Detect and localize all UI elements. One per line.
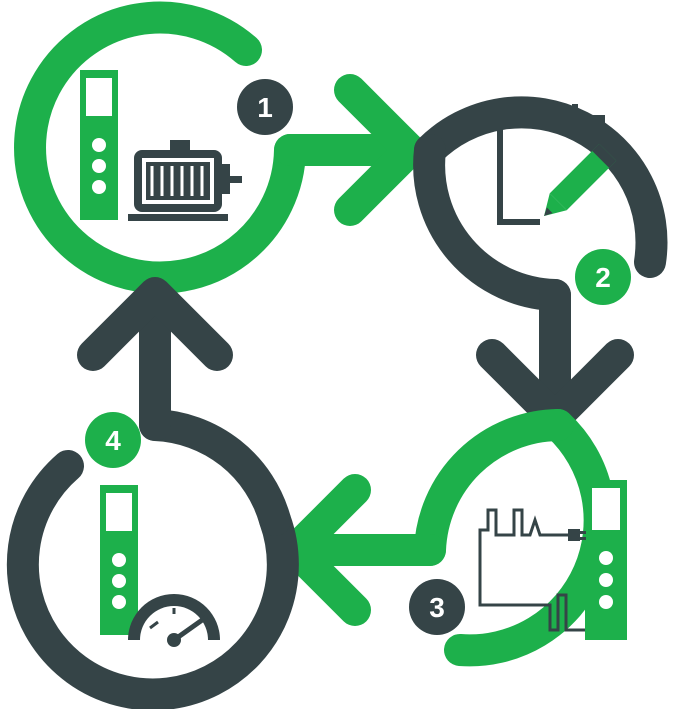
step-1-number: 1 — [257, 92, 273, 123]
step-4-number: 4 — [105, 425, 121, 456]
drive-with-speed-gauge-icon — [100, 485, 220, 647]
arrow-1-to-2 — [334, 74, 426, 226]
step-2-number: 2 — [595, 262, 611, 293]
step-4-badge: 4 — [85, 412, 141, 468]
step-1-badge: 1 — [237, 79, 293, 135]
step-3-number: 3 — [429, 592, 445, 623]
step-3-badge: 3 — [409, 579, 465, 635]
drive-and-motor-icon — [80, 70, 242, 221]
step-2-badge: 2 — [575, 249, 631, 305]
step-4-ring — [6, 294, 299, 709]
arrow-4-to-1 — [77, 277, 233, 371]
step-2-ring — [413, 96, 668, 411]
notepad-pencil-icon — [497, 104, 617, 225]
step-1-ring — [14, 1, 406, 294]
drive-with-cable-icon — [478, 480, 627, 640]
